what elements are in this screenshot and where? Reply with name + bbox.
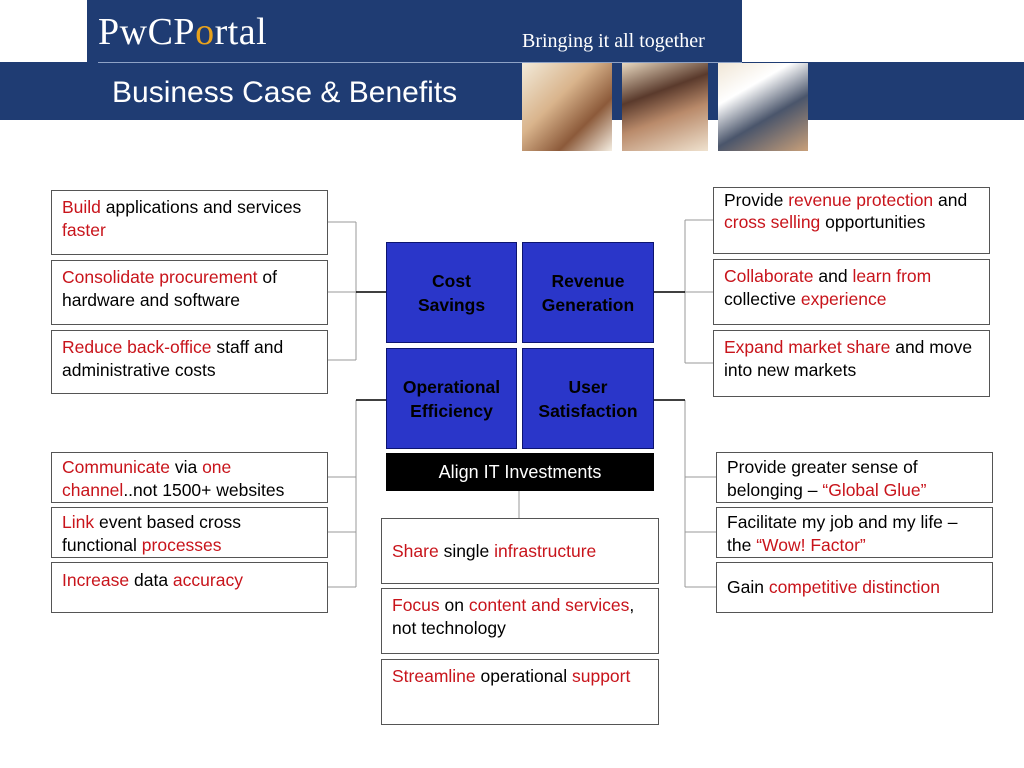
benefit-box-competitive: Gain competitive distinction bbox=[716, 562, 993, 613]
body-text: , not technology bbox=[392, 595, 635, 638]
highlight-text: Focus bbox=[392, 595, 440, 615]
benefit-box-collaborate: Collaborate and learn from collective ex… bbox=[713, 259, 990, 325]
benefit-box-focus: Focus on content and services, not techn… bbox=[381, 588, 659, 654]
body-text: Facilitate my job and my life – the bbox=[727, 512, 958, 555]
body-text: applications and services bbox=[100, 197, 302, 217]
benefit-box-wow-factor: Facilitate my job and my life – the “Wow… bbox=[716, 507, 993, 558]
body-text: Gain bbox=[727, 577, 769, 597]
body-text: and bbox=[933, 190, 968, 210]
highlight-text: Communicate bbox=[62, 457, 170, 477]
highlight-text: Share bbox=[392, 541, 439, 561]
highlight-text: “Global Glue” bbox=[822, 480, 927, 500]
body-text: staff and administrative costs bbox=[62, 337, 284, 380]
body-text: of hardware and software bbox=[62, 267, 277, 310]
highlight-text: “Wow! Factor” bbox=[756, 535, 866, 555]
highlight-text: Streamline bbox=[392, 666, 476, 686]
quadrant-revenue-generation: Revenue Generation bbox=[522, 242, 654, 343]
highlight-text: learn from bbox=[852, 266, 932, 286]
benefit-box-build: Build applications and services faster bbox=[51, 190, 328, 255]
body-text: Provide greater sense of belonging – bbox=[727, 457, 918, 500]
body-text: single bbox=[438, 541, 495, 561]
align-it-investments: Align IT Investments bbox=[386, 453, 654, 491]
body-text: event based cross functional bbox=[62, 512, 241, 555]
body-text: opportunities bbox=[820, 211, 926, 232]
body-text: Provide bbox=[724, 190, 789, 210]
quadrant-cost-savings: Cost Savings bbox=[386, 242, 517, 343]
highlight-text: support bbox=[571, 666, 631, 686]
photo-woman bbox=[522, 63, 612, 151]
highlight-text: Link bbox=[62, 512, 95, 532]
benefit-box-share: Share single infrastructure bbox=[381, 518, 659, 584]
body-text: and move into new markets bbox=[724, 337, 973, 380]
benefit-box-communicate: Communicate via one channel..not 1500+ w… bbox=[51, 452, 328, 503]
highlight-text: cross selling bbox=[724, 211, 821, 232]
highlight-text: Consolidate procurement bbox=[62, 267, 258, 287]
benefit-box-global-glue: Provide greater sense of belonging – “Gl… bbox=[716, 452, 993, 503]
highlight-text: Reduce back-office bbox=[62, 337, 212, 357]
highlight-text: experience bbox=[800, 289, 887, 309]
photo-team bbox=[622, 63, 708, 151]
header-divider bbox=[98, 62, 742, 63]
benefit-box-link: Link event based cross functional proces… bbox=[51, 507, 328, 558]
body-text: operational bbox=[475, 666, 572, 686]
highlight-text: Collaborate bbox=[724, 266, 814, 286]
highlight-text: Build bbox=[62, 197, 101, 217]
highlight-text: faster bbox=[62, 220, 106, 240]
body-text: data bbox=[129, 570, 173, 590]
benefit-box-revenue-protection: Provide revenue protection and cross sel… bbox=[713, 187, 990, 254]
body-text: ..not 1500+ websites bbox=[123, 480, 285, 500]
highlight-text: revenue protection bbox=[788, 190, 934, 210]
tagline: Bringing it all together bbox=[522, 30, 705, 52]
highlight-text: content and services bbox=[468, 595, 630, 615]
header: PwCPortal Bringing it all together Busin… bbox=[0, 0, 1024, 151]
body-text: via bbox=[169, 457, 203, 477]
highlight-text: one channel bbox=[62, 457, 232, 500]
benefit-box-increase: Increase data accuracy bbox=[51, 562, 328, 613]
benefit-box-consolidate: Consolidate procurement of hardware and … bbox=[51, 260, 328, 325]
page-title: Business Case & Benefits bbox=[112, 76, 458, 109]
photo-man bbox=[718, 63, 808, 151]
highlight-text: accuracy bbox=[172, 570, 243, 590]
body-text: collective bbox=[724, 289, 801, 309]
quadrant-operational-efficiency: Operational Efficiency bbox=[386, 348, 517, 449]
highlight-text: Expand market share bbox=[724, 337, 891, 357]
benefit-box-streamline: Streamline operational support bbox=[381, 659, 659, 725]
header-band-lower bbox=[0, 62, 1024, 120]
highlight-text: competitive distinction bbox=[768, 577, 941, 597]
benefit-box-expand: Expand market share and move into new ma… bbox=[713, 330, 990, 397]
highlight-text: processes bbox=[141, 535, 222, 555]
highlight-text: infrastructure bbox=[494, 541, 597, 561]
body-text: and bbox=[813, 266, 853, 286]
quadrant-user-satisfaction: User Satisfaction bbox=[522, 348, 654, 449]
body-text: on bbox=[439, 595, 469, 615]
pwcportal-logo: PwCPortal bbox=[98, 11, 268, 53]
highlight-text: Increase bbox=[62, 570, 130, 590]
benefit-box-reduce: Reduce back-office staff and administrat… bbox=[51, 330, 328, 394]
